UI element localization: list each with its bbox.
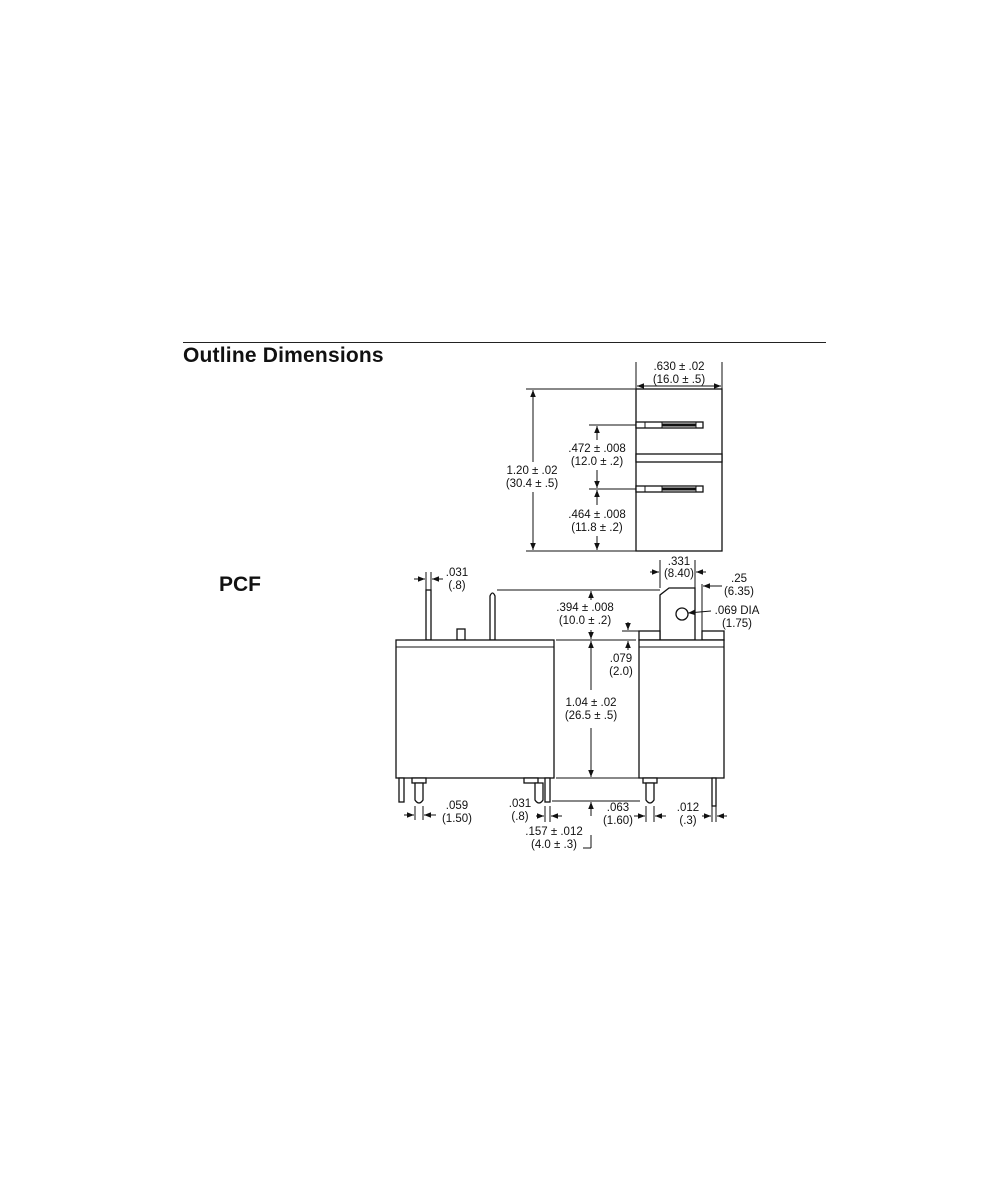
- top-view-mid-band: [635, 453, 723, 463]
- top-view: [526, 362, 723, 552]
- front-bottom-pin-4: [544, 777, 551, 803]
- dim-tab-height-mm: (10.0 ± .2): [559, 615, 612, 627]
- dim-pin-dia-1-mm: (1.50): [442, 813, 472, 825]
- section-title: Outline Dimensions: [183, 344, 384, 367]
- dim-pin-dia-3-mm: (1.60): [603, 815, 633, 827]
- dim-tab-height-in: .394 ± .008: [556, 602, 613, 614]
- dim-pin-gap-1-mm: (12.0 ± .2): [571, 456, 624, 468]
- dim-height-mm: (30.4 ± .5): [506, 478, 559, 490]
- dim-pin-width-in: .031: [446, 567, 468, 579]
- section-rule: [183, 342, 826, 343]
- dim-step-mm: (2.0): [609, 666, 633, 678]
- front-view-body: [395, 639, 555, 779]
- dim-body-height-in: 1.04 ± .02: [565, 697, 616, 709]
- dim-pin-dia-1-in: .059: [446, 800, 468, 812]
- front-bottom-pin-3: [534, 782, 544, 804]
- dim-tab-offset-in: .25: [731, 573, 747, 585]
- side-bottom-pin-round: [645, 782, 655, 804]
- dimension-labels: .630 ± .02 (16.0 ± .5) 1.20 ± .02 (30.4 …: [442, 361, 760, 851]
- dim-pin-width-mm: (.8): [448, 580, 465, 592]
- side-bottom-pin-flat: [711, 777, 717, 807]
- dim-pin-dia-2-mm: (.8): [511, 811, 528, 823]
- dim-hole-dia-in: .069 DIA: [715, 605, 760, 617]
- dim-pin-gap-2-in: .464 ± .008: [568, 509, 625, 521]
- front-bottom-pin-2: [414, 782, 424, 804]
- dim-width-mm: (16.0 ± .5): [653, 374, 706, 386]
- front-nub: [456, 628, 466, 641]
- dim-tab-width-mm: (8.40): [664, 568, 694, 580]
- front-view: [395, 572, 562, 822]
- dim-pin-dia-2-in: .031: [509, 798, 531, 810]
- dim-height-in: 1.20 ± .02: [506, 465, 557, 477]
- side-view-body: [638, 639, 725, 779]
- mounting-hole: [675, 607, 689, 621]
- side-view: [622, 560, 727, 822]
- dim-pin-thick-in: .012: [677, 802, 699, 814]
- dim-pin-length-in: .157 ± .012: [525, 826, 582, 838]
- dim-hole-dia-mm: (1.75): [722, 618, 752, 630]
- dim-pin-thick-mm: (.3): [679, 815, 696, 827]
- top-view-body: [635, 388, 723, 552]
- center-dimensions: [497, 589, 660, 849]
- variant-label: PCF: [219, 573, 261, 596]
- dim-tab-width-in: .331: [668, 556, 690, 568]
- dim-pin-gap-1-in: .472 ± .008: [568, 443, 625, 455]
- dim-pin-length-mm: (4.0 ± .3): [531, 839, 577, 851]
- dim-step-in: .079: [610, 653, 632, 665]
- front-pin-left: [425, 589, 432, 641]
- dim-pin-dia-3-in: .063: [607, 802, 629, 814]
- dim-tab-offset-mm: (6.35): [724, 586, 754, 598]
- front-pin-tall: [489, 592, 496, 641]
- dim-width-in: .630 ± .02: [653, 361, 704, 373]
- dim-body-height-mm: (26.5 ± .5): [565, 710, 618, 722]
- front-bottom-pin-1: [398, 777, 405, 803]
- dim-pin-gap-2-mm: (11.8 ± .2): [571, 522, 623, 534]
